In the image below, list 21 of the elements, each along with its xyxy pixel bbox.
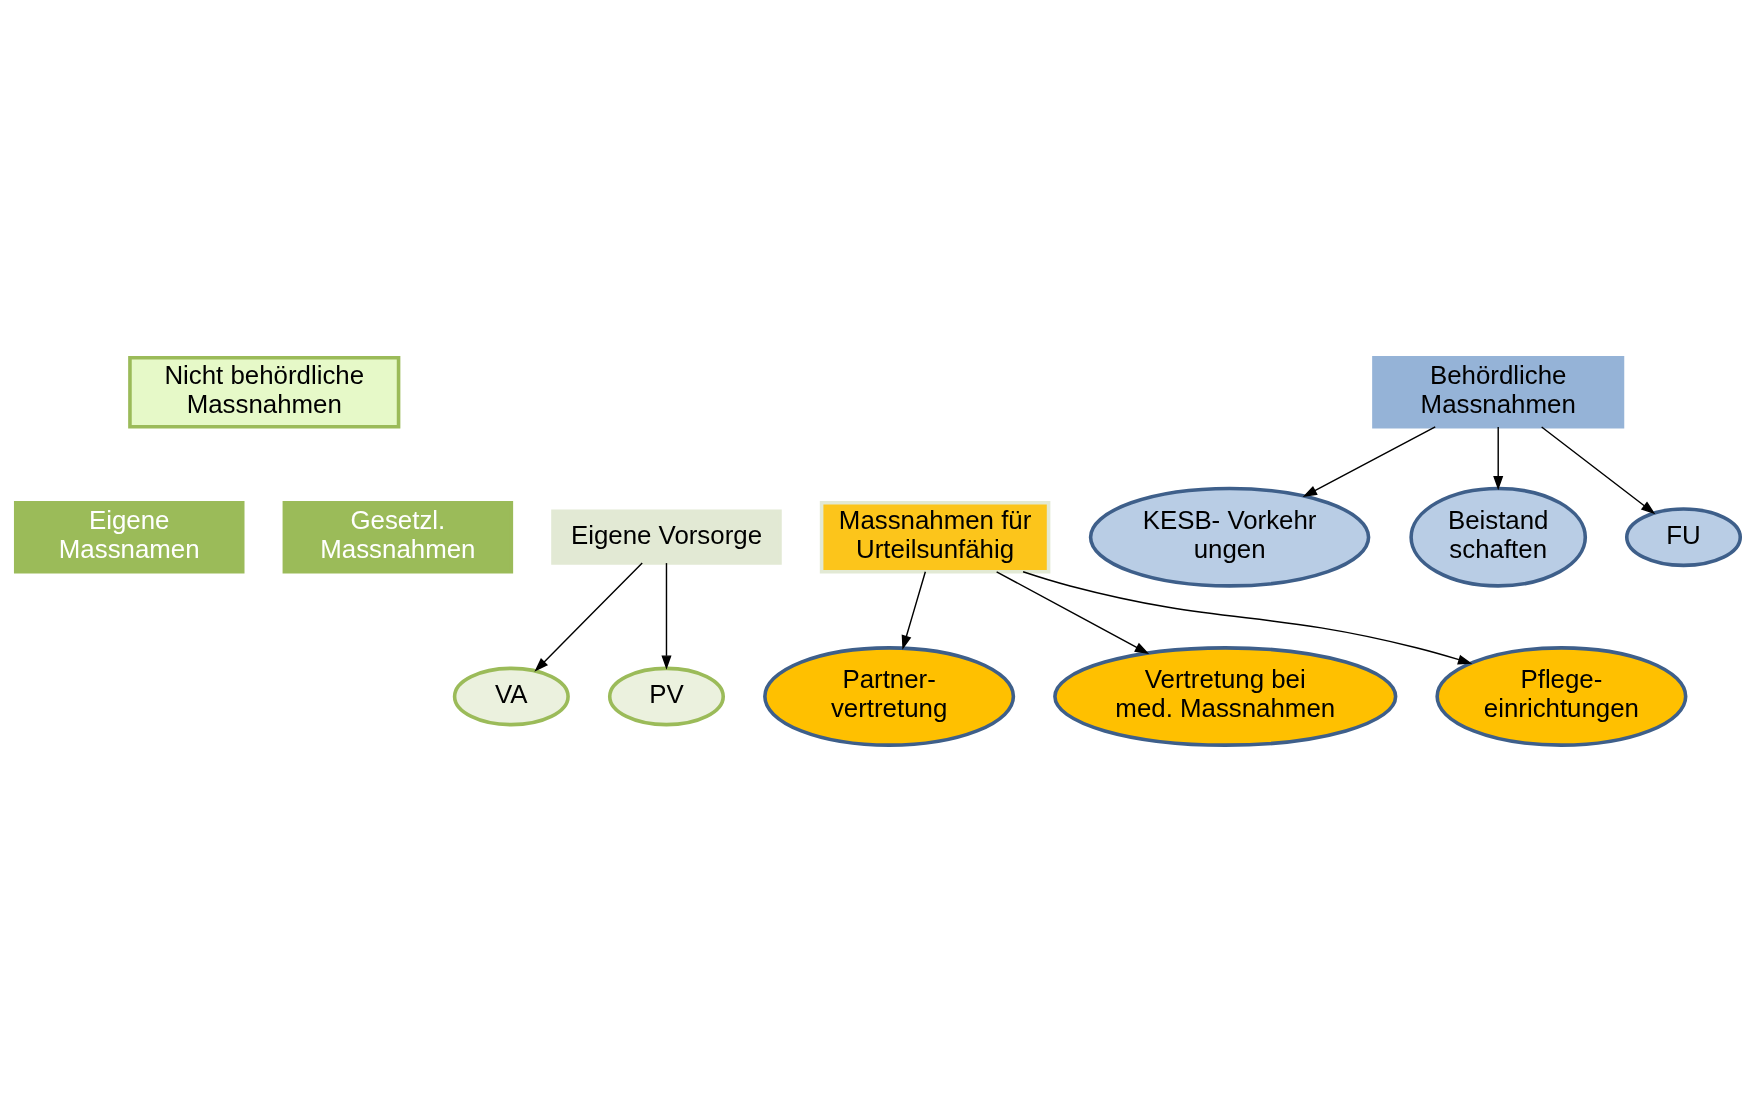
arrow: [901, 571, 927, 650]
node-box: Eigene Massnamen: [13, 500, 245, 574]
node-box: Massnahmen für Urteilsunfähig: [819, 500, 1051, 574]
node-ellipse: Partner- vertretung: [763, 646, 1016, 747]
arrow: [995, 571, 1150, 655]
node-box: Eigene Vorsorge: [551, 509, 782, 565]
node-ellipse: Vertretung bei med. Massnahmen: [1053, 646, 1398, 747]
arrow: [1540, 426, 1656, 515]
node-box: Behördliche Massnahmen: [1372, 355, 1625, 429]
arrow: [1302, 426, 1436, 498]
node-ellipse: PV: [607, 666, 725, 727]
arrow: [1493, 426, 1504, 491]
node-ellipse: Pflege- einrichtungen: [1435, 646, 1688, 747]
node-ellipse: FU: [1624, 507, 1743, 568]
arrow: [534, 562, 643, 672]
node-ellipse: VA: [452, 666, 570, 727]
arrow: [1022, 571, 1473, 665]
arrow: [661, 562, 672, 670]
node-ellipse: Beistand schaften: [1409, 486, 1588, 588]
node-box: Nicht behördliche Massnahmen: [128, 355, 401, 429]
node-box: Gesetzl. Massnahmen: [282, 500, 514, 574]
